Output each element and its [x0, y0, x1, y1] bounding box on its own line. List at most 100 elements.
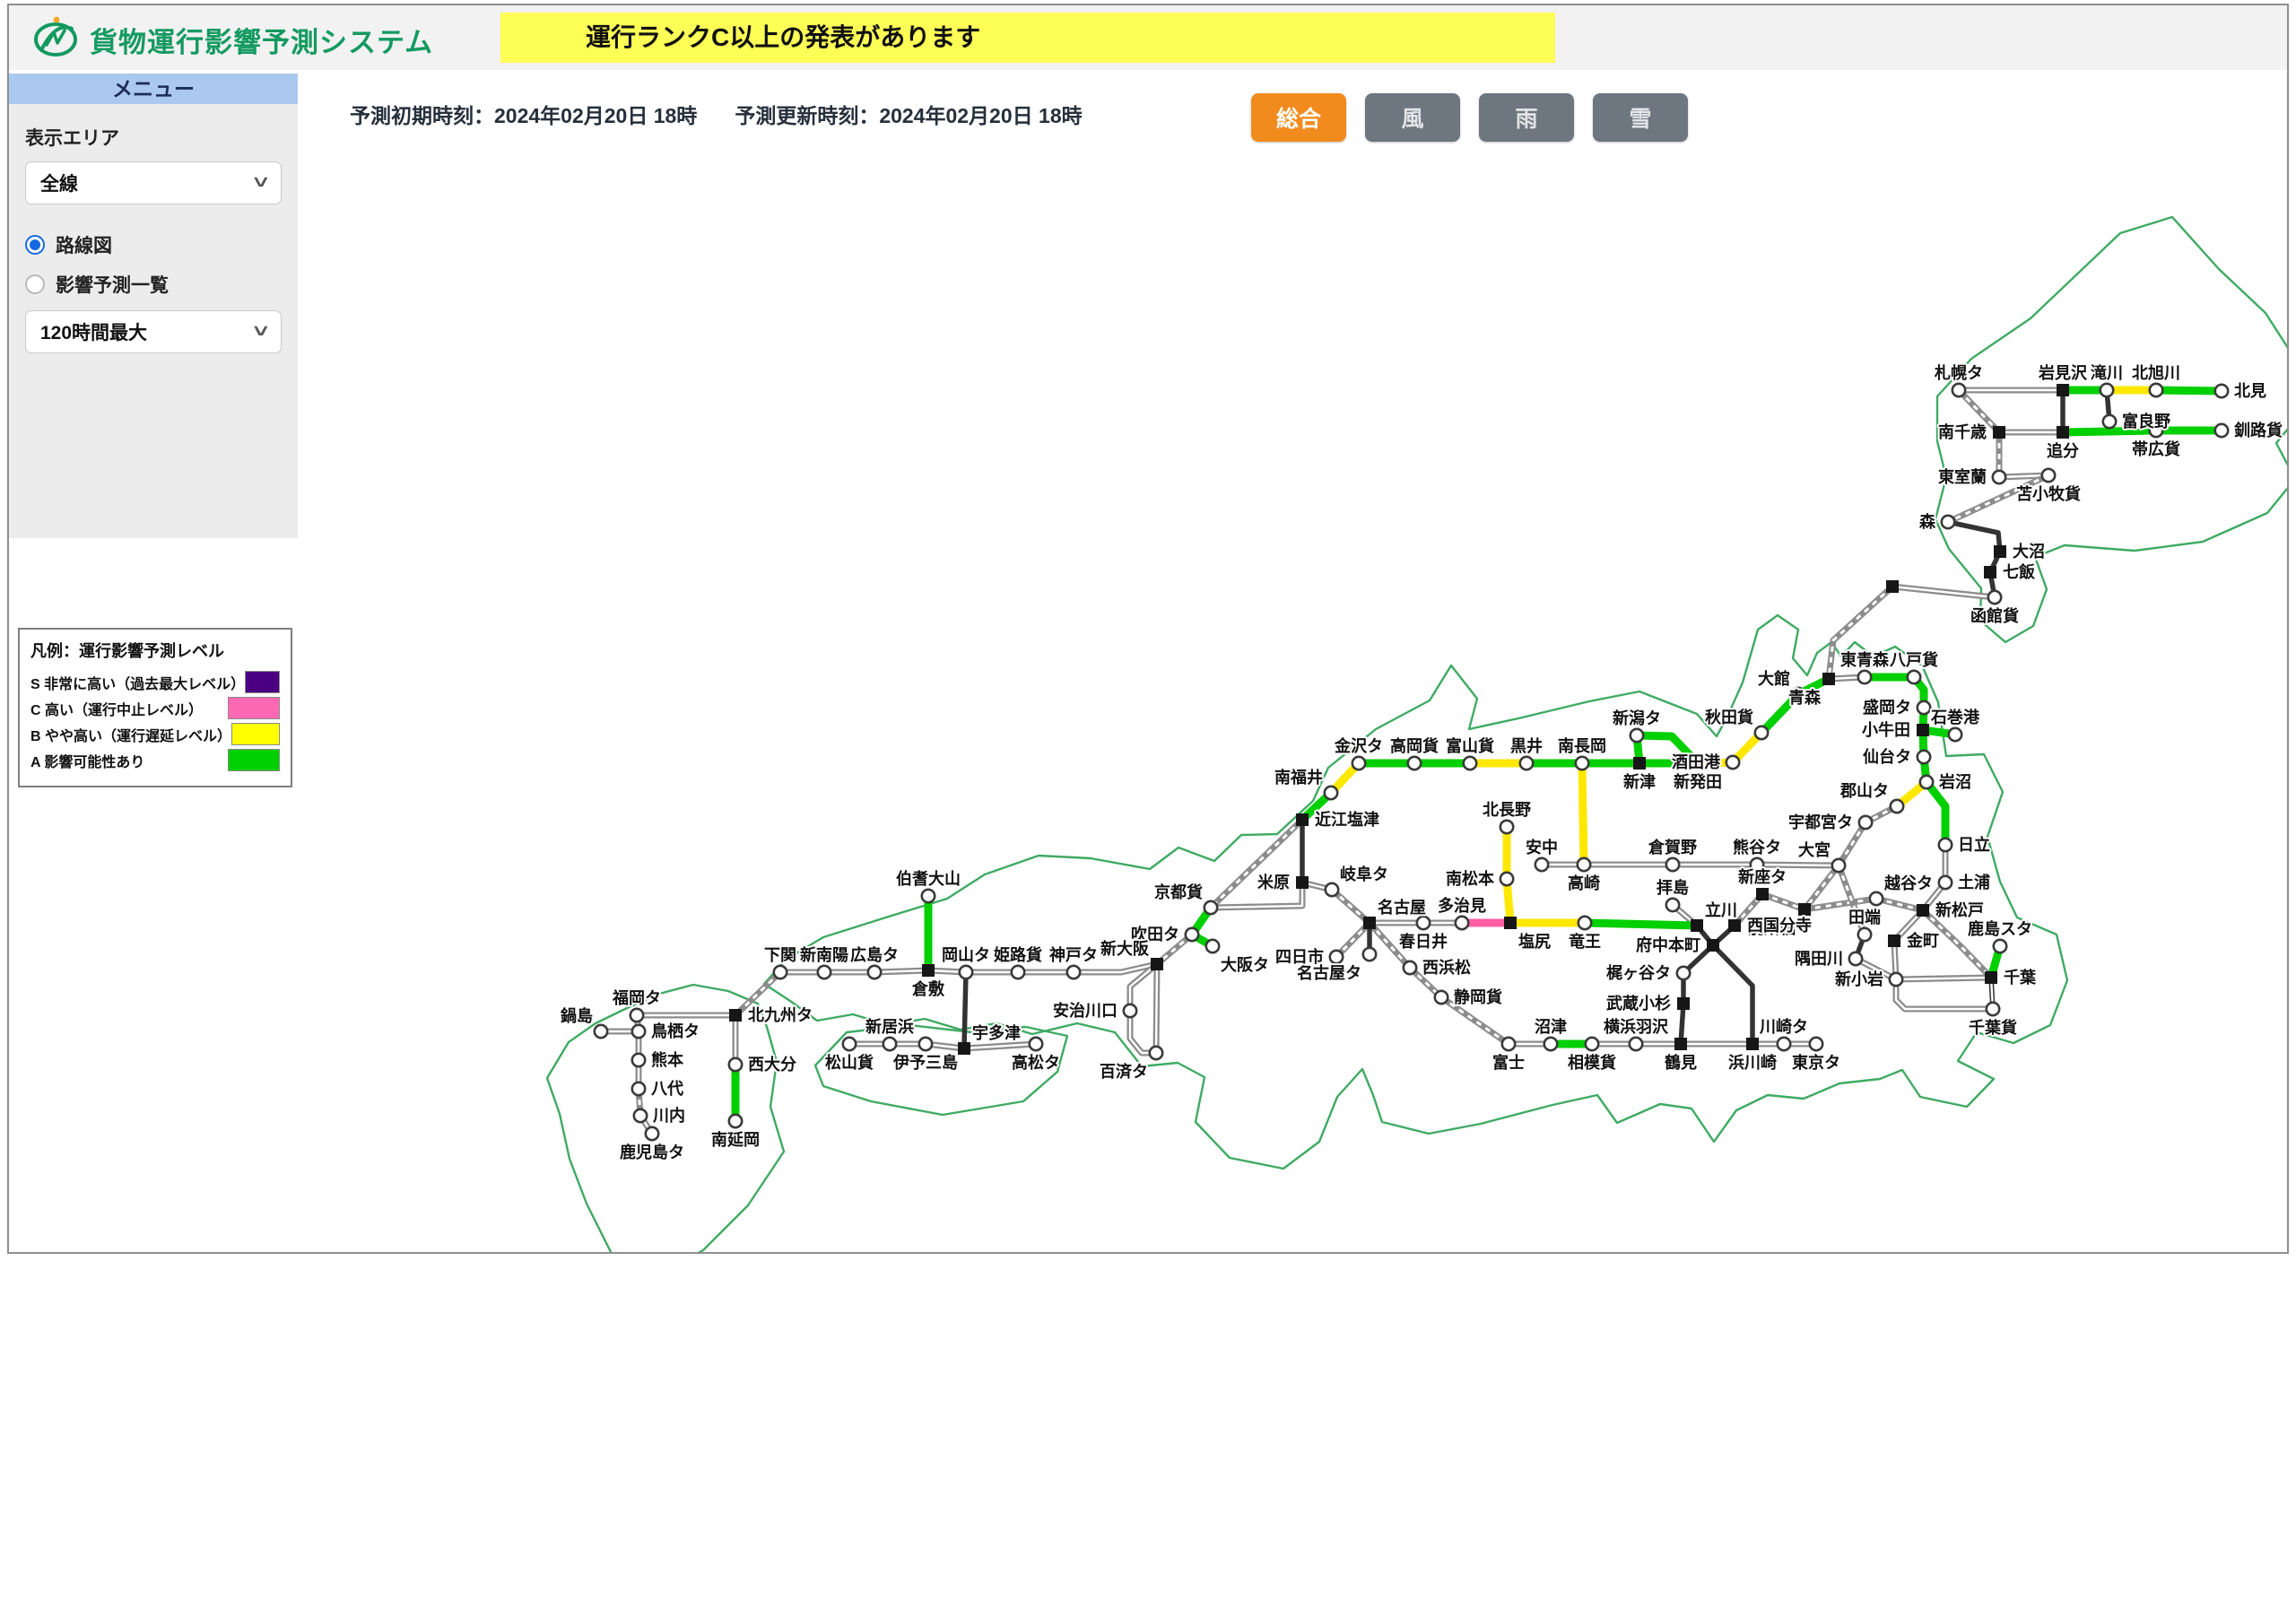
- station-node-拝島: [1665, 897, 1681, 913]
- station-node-金町: [1888, 935, 1900, 947]
- station-node-立川: [1691, 919, 1703, 932]
- station-label-大館: 大館: [1758, 669, 1790, 688]
- station-node-東室蘭: [1991, 469, 2007, 485]
- rail-segment-black: [1678, 1001, 1686, 1047]
- station-node-西国分寺: [1728, 919, 1741, 932]
- station-label-四日市: 四日市: [1275, 947, 1324, 966]
- legend-label-b: B やや高い（運行遅延レベル）: [30, 728, 232, 744]
- station-label-鶴見: 鶴見: [1665, 1053, 1697, 1072]
- station-node-川内: [632, 1108, 648, 1124]
- radio-impact-list[interactable]: 影響予測一覧: [25, 271, 282, 298]
- sidebar: メニュー 表示エリア 全線 ˅ 路線図 影響予測一覧 120時間最大 ˅: [9, 74, 298, 538]
- station-node-神戸タ: [1065, 964, 1082, 980]
- station-node-新発田: [1692, 757, 1704, 770]
- weather-filter-buttons: 総合 風 雨 雪: [1251, 93, 1688, 142]
- station-label-安中: 安中: [1526, 838, 1558, 857]
- station-label-宇多津: 宇多津: [972, 1023, 1021, 1042]
- station-label-金町: 金町: [1906, 931, 1939, 950]
- legend-swatch-s: [245, 671, 280, 693]
- station-label-大阪タ: 大阪タ: [1221, 955, 1269, 974]
- station-node-岐阜タ: [1324, 882, 1340, 898]
- station-label-高岡貨: 高岡貨: [1390, 736, 1439, 755]
- station-node-沼津: [1543, 1036, 1559, 1052]
- station-label-八代: 八代: [651, 1080, 683, 1098]
- station-label-広島タ: 広島タ: [850, 945, 899, 964]
- filter-overall-button[interactable]: 総合: [1251, 93, 1346, 142]
- station-node-土浦: [1937, 874, 1953, 891]
- station-node-大阪タ: [1205, 938, 1221, 954]
- coastline-shikoku: [813, 1023, 1069, 1117]
- chevron-down-icon: ˅: [253, 321, 269, 342]
- radio-button-icon[interactable]: [25, 274, 45, 294]
- station-node-西浜松: [1402, 960, 1418, 976]
- station-label-府中本町: 府中本町: [1636, 935, 1700, 954]
- station-node-新津: [1633, 757, 1646, 770]
- time-range-select[interactable]: 120時間最大 ˅: [25, 310, 282, 353]
- station-label-札幌タ: 札幌タ: [1934, 363, 1983, 382]
- area-select[interactable]: 全線 ˅: [25, 161, 282, 204]
- station-label-高松タ: 高松タ: [1012, 1053, 1060, 1072]
- station-label-北旭川: 北旭川: [2132, 363, 2180, 382]
- station-label-熊本: 熊本: [651, 1050, 683, 1069]
- station-node-八戸貨: [1906, 669, 1922, 685]
- station-label-新発田: 新発田: [1674, 772, 1722, 791]
- station-node-青森: [1822, 673, 1835, 685]
- filter-wind-button[interactable]: 風: [1365, 93, 1460, 142]
- station-node-安中: [1534, 857, 1550, 873]
- station-node-大沼: [1994, 545, 2006, 558]
- forecast-initial-value: 2024年02月20日 18時: [494, 104, 698, 127]
- station-node-宇都宮タ: [1857, 814, 1874, 830]
- station-label-南千歳: 南千歳: [1938, 422, 1987, 441]
- station-node-八代: [631, 1081, 647, 1097]
- station-node-滝川: [2099, 382, 2115, 398]
- station-node-石巻港: [1947, 726, 1963, 743]
- rail-segment-green: [2058, 426, 2161, 437]
- rail-segment-overlay: [1128, 963, 1158, 1011]
- radio-route-map[interactable]: 路線図: [25, 231, 282, 258]
- station-label-岩見沢: 岩見沢: [2038, 363, 2088, 382]
- station-node-梶ヶ谷タ: [1675, 965, 1692, 981]
- legend-title: 凡例：運行影響予測レベル: [30, 642, 224, 660]
- station-node-府中本町: [1707, 939, 1719, 952]
- rail-segment-green: [1632, 731, 1702, 768]
- station-node-森: [1940, 514, 1956, 530]
- station-label-宇都宮タ: 宇都宮タ: [1788, 813, 1853, 831]
- filter-rain-button[interactable]: 雨: [1479, 93, 1574, 142]
- legend-row-a: A 影響可能性あり: [30, 749, 280, 771]
- station-node-南延岡: [727, 1113, 744, 1129]
- coastline-hokkaido: [1934, 215, 2287, 644]
- area-select-value: 全線: [40, 174, 78, 195]
- station-node-小牛田: [1917, 724, 1929, 736]
- rail-segment-overlay: [1440, 996, 1509, 1046]
- station-label-東京タ: 東京タ: [1792, 1053, 1840, 1072]
- station-labels: 札幌タ岩見沢滝川北旭川北見富良野南千歳追分帯広貨釧路貨東室蘭苫小牧貨森大沼七飯函…: [559, 361, 2284, 1163]
- station-node-千葉貨: [1985, 1001, 2001, 1017]
- station-label-南延岡: 南延岡: [711, 1130, 760, 1149]
- station-node-日立: [1937, 837, 1953, 853]
- station-node-鶴見: [1674, 1038, 1687, 1050]
- station-node-富士: [1500, 1036, 1517, 1052]
- rail-segment-overlay: [1895, 976, 1992, 981]
- radio-button-icon[interactable]: [25, 235, 45, 255]
- station-label-安治川口: 安治川口: [1053, 1001, 1118, 1020]
- app-window: 貨物運行影響予測システム 運行ランクC以上の発表があります メニュー 表示エリア…: [7, 4, 2289, 1254]
- station-label-新座タ: 新座タ: [1738, 867, 1787, 886]
- route-map: 札幌タ岩見沢滝川北旭川北見富良野南千歳追分帯広貨釧路貨東室蘭苫小牧貨森大沼七飯函…: [545, 215, 2287, 1252]
- legend-swatch-b: [231, 723, 280, 745]
- station-label-追分: 追分: [2047, 441, 2079, 460]
- rail-segment-overlay: [1335, 921, 1371, 959]
- station-label-八戸貨: 八戸貨: [1890, 650, 1938, 669]
- station-node-南千歳: [1993, 426, 2005, 439]
- station-label-新大阪: 新大阪: [1100, 939, 1150, 958]
- station-label-百済タ: 百済タ: [1100, 1062, 1148, 1081]
- station-label-石巻港: 石巻港: [1930, 708, 1980, 726]
- station-label-梶ヶ谷タ: 梶ヶ谷タ: [1606, 963, 1671, 982]
- station-label-松山貨: 松山貨: [825, 1053, 874, 1072]
- station-label-仙台タ: 仙台タ: [1863, 747, 1911, 766]
- station-node-伊予三島: [918, 1036, 934, 1052]
- filter-snow-button[interactable]: 雪: [1593, 93, 1688, 142]
- station-node-静岡貨: [1433, 989, 1449, 1005]
- rail-segment-gray: [1366, 919, 1413, 971]
- station-label-富良野: 富良野: [2122, 412, 2170, 430]
- top-header: 貨物運行影響予測システム 運行ランクC以上の発表があります: [9, 5, 2287, 70]
